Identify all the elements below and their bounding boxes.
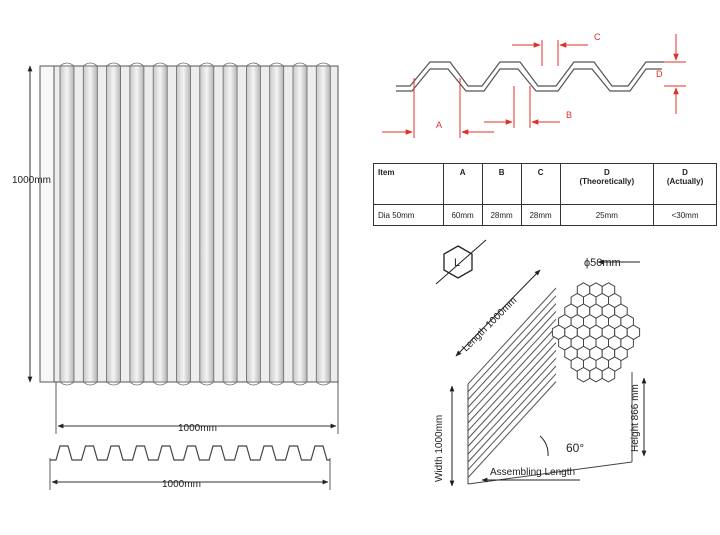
- panel-rib: [106, 65, 121, 383]
- front-width-label: 1000mm: [178, 423, 217, 434]
- header-item: Item: [373, 163, 444, 205]
- width-label: Width 1000mm: [434, 415, 445, 482]
- tube-line: [467, 326, 557, 424]
- angle-label: 60°: [566, 441, 584, 455]
- panel-rib: [222, 65, 238, 383]
- corrugated-edge-profile: [49, 445, 331, 490]
- panel-rib: [269, 65, 285, 383]
- hex-cell-face: [551, 282, 641, 383]
- header-d-actual: D (Actually): [653, 163, 717, 205]
- rib-end: [176, 62, 191, 386]
- front-height-label: 1000mm: [12, 175, 51, 186]
- corrugated-sheet-front: [39, 62, 339, 386]
- diameter-label: ϕ50mm: [584, 257, 621, 269]
- panel-rib: [82, 65, 98, 383]
- panel-rib: [199, 65, 215, 383]
- hex-cell: [601, 366, 616, 383]
- rib-end: [316, 62, 331, 386]
- height-label: Height 866 mm: [630, 384, 641, 452]
- rib-end: [199, 62, 215, 386]
- header-c: C: [520, 163, 561, 205]
- panel-rib: [315, 65, 331, 383]
- panel-rib: [59, 65, 75, 383]
- rib-end: [83, 62, 98, 386]
- assembling-length-label: Assembling Length: [490, 467, 575, 478]
- hexagon-label: L: [454, 257, 460, 269]
- cell-d-theoretical: 25mm: [559, 204, 655, 226]
- rib-end: [292, 62, 308, 386]
- cell-a: 60mm: [442, 204, 483, 226]
- rib-end: [106, 62, 121, 386]
- rib-end: [152, 62, 168, 386]
- profile-label-a: A: [436, 120, 442, 130]
- profile-label-d: D: [656, 69, 663, 79]
- tube-line: [467, 342, 557, 439]
- hexagon-icon: [435, 239, 487, 285]
- tube-line: [467, 365, 557, 463]
- panel-rib: [152, 65, 168, 383]
- rib-end: [269, 62, 284, 386]
- hex-cell: [589, 366, 603, 383]
- hex-cell: [576, 366, 591, 383]
- profile-label-b: B: [566, 110, 572, 120]
- spec-table-header-row: Item A B C D (Theoretically) D (Actually…: [373, 163, 717, 205]
- length-dimension-line: [455, 269, 541, 357]
- table-row: Dia 50mm 60mm 28mm 28mm 25mm <30mm: [373, 204, 717, 226]
- spec-table: Item A B C D (Theoretically) D (Actually…: [373, 163, 717, 226]
- header-d-theoretical: D (Theoretically): [559, 163, 655, 205]
- edge-width-label: 1000mm: [162, 479, 201, 490]
- tube-line: [467, 303, 557, 400]
- tube-line: [467, 318, 557, 416]
- profile-label-c: C: [594, 32, 601, 42]
- header-b: B: [481, 163, 522, 205]
- honeycomb-block: [435, 239, 647, 487]
- rib-end: [129, 62, 145, 386]
- profile-detail: [382, 34, 686, 138]
- panel-rib: [292, 65, 308, 383]
- rib-end: [59, 62, 75, 386]
- cell-b: 28mm: [481, 204, 522, 226]
- cell-c: 28mm: [520, 204, 561, 226]
- tube-line: [467, 373, 557, 471]
- header-a: A: [442, 163, 483, 205]
- tube-bundle: [467, 287, 633, 485]
- panel-rib: [245, 65, 261, 383]
- cell-item: Dia 50mm: [373, 204, 444, 226]
- rib-end: [246, 62, 261, 386]
- rib-end: [222, 62, 238, 386]
- panel-rib: [129, 65, 145, 383]
- cell-d-actual: <30mm: [653, 204, 717, 226]
- panel-rib: [176, 65, 191, 383]
- tube-line: [467, 381, 557, 478]
- tube-line: [467, 334, 557, 432]
- tube-line: [467, 311, 557, 408]
- tube-line: [467, 350, 557, 447]
- front-width-dimension: [55, 382, 339, 434]
- angle-arc: [539, 435, 549, 457]
- tube-line: [467, 357, 557, 455]
